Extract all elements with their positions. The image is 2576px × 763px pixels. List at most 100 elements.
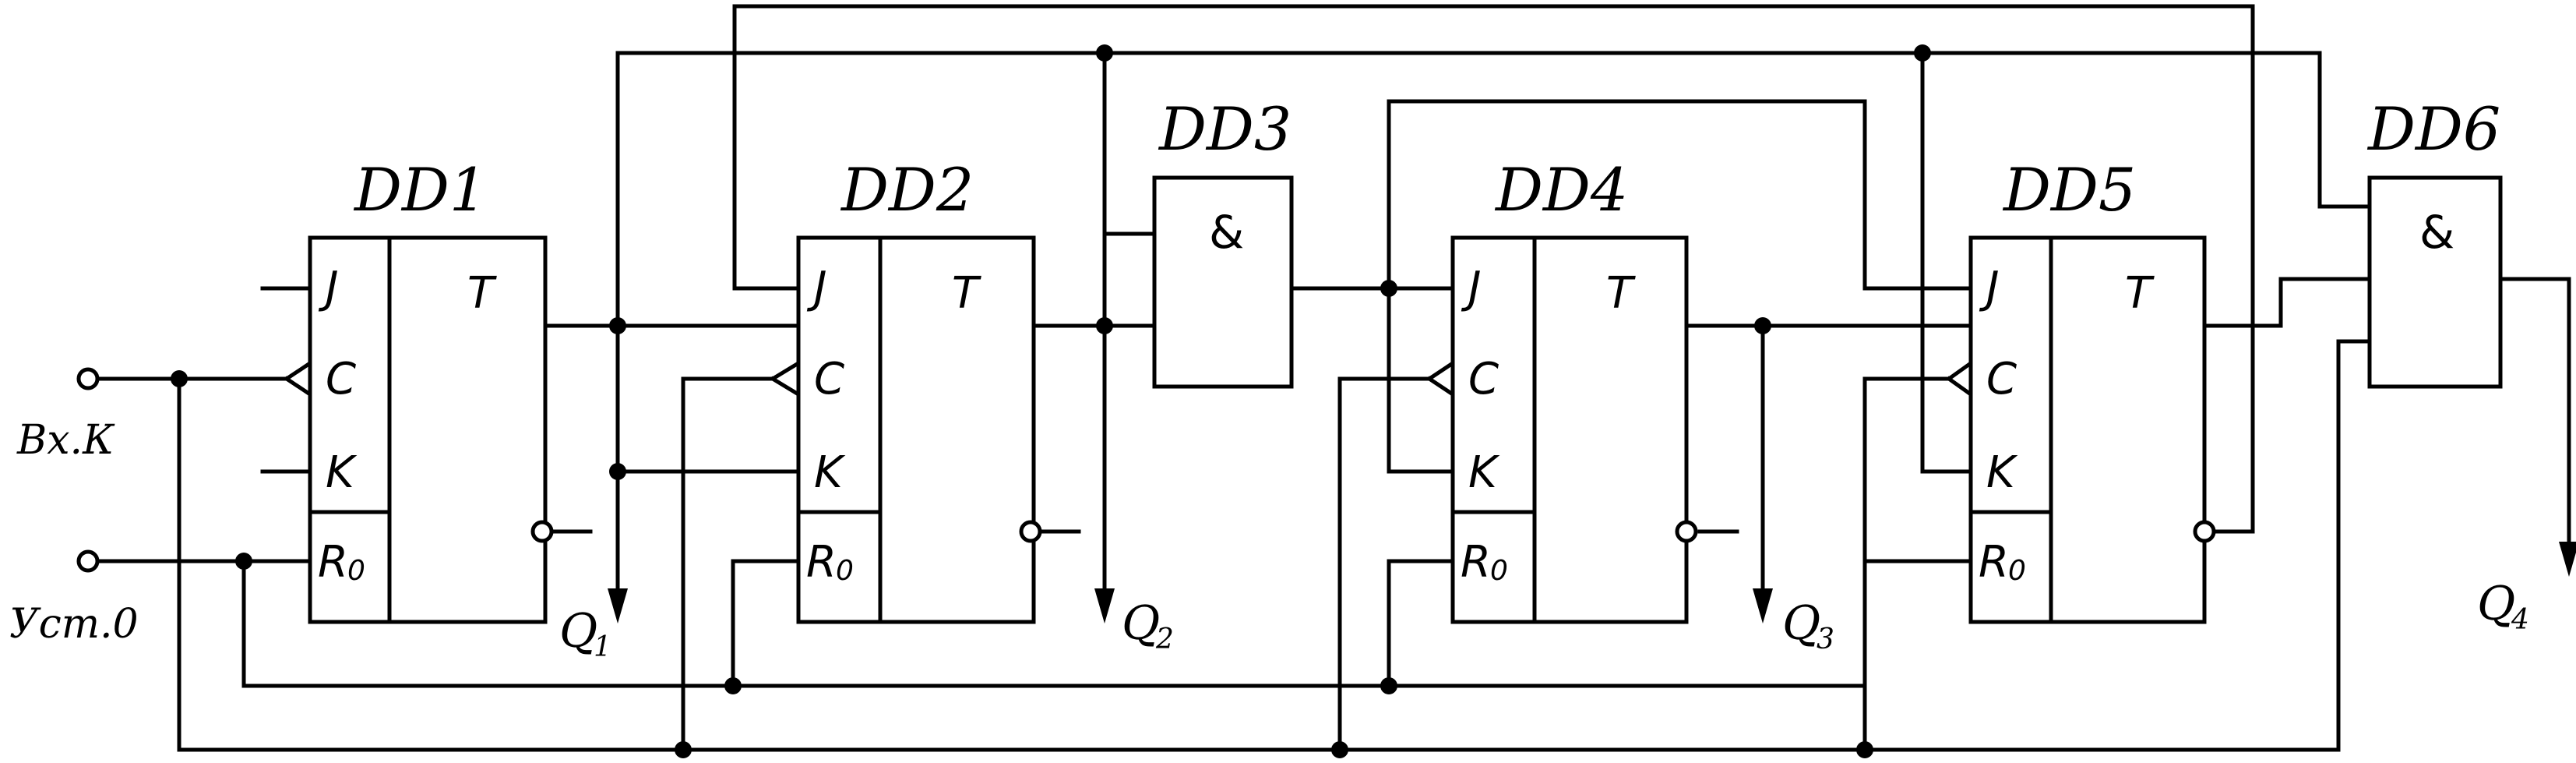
flipflop-dd4: DD4 T J C K R 0: [1450, 155, 1698, 624]
gate-label: DD6: [2366, 94, 2500, 164]
junction-dot: [609, 463, 626, 480]
pin-r: R: [1461, 537, 1491, 588]
gate-dd6: DD6 &: [2366, 94, 2503, 389]
junction-dot: [235, 553, 252, 570]
output-letter: Q: [1122, 596, 1160, 651]
type-label: T: [952, 268, 981, 319]
pin-r-sub: 0: [836, 555, 854, 587]
output-letter: Q: [1782, 596, 1820, 651]
wire-reset-dd5: [1862, 559, 1973, 688]
flipflop-dd2: DD2 T J C K R 0: [796, 155, 1042, 624]
junction-dot: [1380, 677, 1397, 694]
output-label-q3: Q 3: [1782, 596, 1834, 655]
wire-dd3-to-k4: [1387, 286, 1455, 474]
pin-c: C: [1468, 354, 1499, 404]
terminal-reset: [76, 549, 100, 573]
wires: [95, 4, 2571, 752]
junction-dot: [1856, 741, 1873, 758]
pin-r: R: [318, 537, 348, 588]
input-terminals: [76, 367, 100, 573]
arrow-q2: [1094, 588, 1115, 623]
wire-reset-dd2: [731, 559, 801, 688]
type-label: T: [467, 268, 497, 319]
wire-clock-dd4: [1337, 360, 1456, 752]
inverted-output-bubble: [1019, 520, 1042, 543]
pin-r-sub: 0: [2008, 555, 2026, 587]
gate-label: DD3: [1158, 94, 1292, 164]
wire-q1-top-bus: [615, 51, 2372, 209]
flipflop-label: DD2: [840, 155, 974, 224]
type-label: T: [1606, 268, 1636, 319]
flipflop-body: [1450, 235, 1689, 624]
gate-dd3: DD3 &: [1152, 94, 1294, 389]
inverted-output-bubble: [1675, 520, 1698, 543]
wire-dd3-up: [1387, 99, 1973, 291]
flipflop-label: DD1: [353, 155, 487, 224]
arrow-q3: [1753, 588, 1773, 623]
junction-dot: [675, 741, 692, 758]
wire-reset-bus: [241, 559, 1867, 688]
wire-clock-dd6: [2336, 339, 2372, 752]
pin-k: K: [1986, 447, 2018, 498]
wire-q1-to-k5: [1920, 51, 1973, 474]
output-label-q1: Q 1: [559, 604, 611, 663]
junction-dot: [171, 370, 188, 387]
wire-q4-out: [2498, 277, 2571, 548]
pin-r-sub: 0: [1490, 555, 1508, 587]
arrow-q1: [608, 588, 628, 623]
junction-dot: [724, 677, 742, 694]
wire-clock-dd5: [1862, 360, 1974, 752]
flipflop-dividers: [1968, 235, 2053, 624]
junction-dot: [609, 317, 626, 334]
flipflop-dividers: [308, 235, 392, 624]
pin-c: C: [814, 354, 844, 404]
and-symbol: &: [2419, 206, 2454, 259]
and-gate-body: [2367, 175, 2503, 389]
wire-clock-dd2: [681, 360, 802, 752]
output-index: 3: [1817, 623, 1834, 655]
output-index: 4: [2511, 604, 2529, 636]
inverted-output-bubble: [530, 520, 554, 543]
type-label: T: [2125, 268, 2155, 319]
flipflop-dividers: [796, 235, 883, 624]
output-letter: Q: [2477, 577, 2515, 631]
output-arrows: [608, 542, 2576, 623]
pin-r-sub: 0: [347, 555, 365, 587]
wire-clock-bus-drop: [177, 376, 2341, 752]
and-symbol: &: [1209, 206, 1244, 259]
pin-k: K: [326, 447, 358, 498]
flipflop-body: [796, 235, 1036, 624]
pin-c: C: [1986, 354, 2017, 404]
junction-dot: [1914, 44, 1931, 62]
wire-clock-input: [95, 360, 313, 397]
junction-dot: [1380, 280, 1397, 297]
pin-r: R: [806, 537, 837, 588]
pin-r: R: [1979, 537, 2009, 588]
output-index: 2: [1155, 623, 1174, 655]
flipflop-body: [1968, 235, 2207, 624]
flipflop-dd5: DD5 T J C K R 0: [1968, 155, 2216, 624]
junction-dot: [1096, 317, 1113, 334]
pin-c: C: [326, 354, 356, 404]
flipflop-label: DD5: [2002, 155, 2136, 224]
output-index: 1: [594, 631, 611, 663]
junction-dots: [171, 44, 1931, 758]
terminal-clock: [76, 367, 100, 390]
output-label-q4: Q 4: [2477, 577, 2529, 636]
wire-q4-to-dd6: [2202, 277, 2372, 328]
flipflop-body: [308, 235, 548, 624]
flipflop-dividers: [1450, 235, 1537, 624]
flipflop-dd1: DD1 T J C K R 0: [308, 155, 554, 624]
output-label-q2: Q 2: [1122, 596, 1174, 655]
flipflop-label: DD4: [1494, 155, 1628, 224]
input-label-clock: Вх.К: [16, 417, 115, 464]
and-gate-body: [1152, 175, 1294, 389]
input-label-reset: Уст.0: [9, 601, 139, 648]
junction-dot: [1331, 741, 1348, 758]
pin-k: K: [1468, 447, 1500, 498]
arrow-q4: [2559, 542, 2576, 577]
wire-dd5-nq-feedback: [732, 4, 2255, 534]
wire-reset-dd4: [1387, 559, 1455, 688]
pin-k: K: [814, 447, 846, 498]
